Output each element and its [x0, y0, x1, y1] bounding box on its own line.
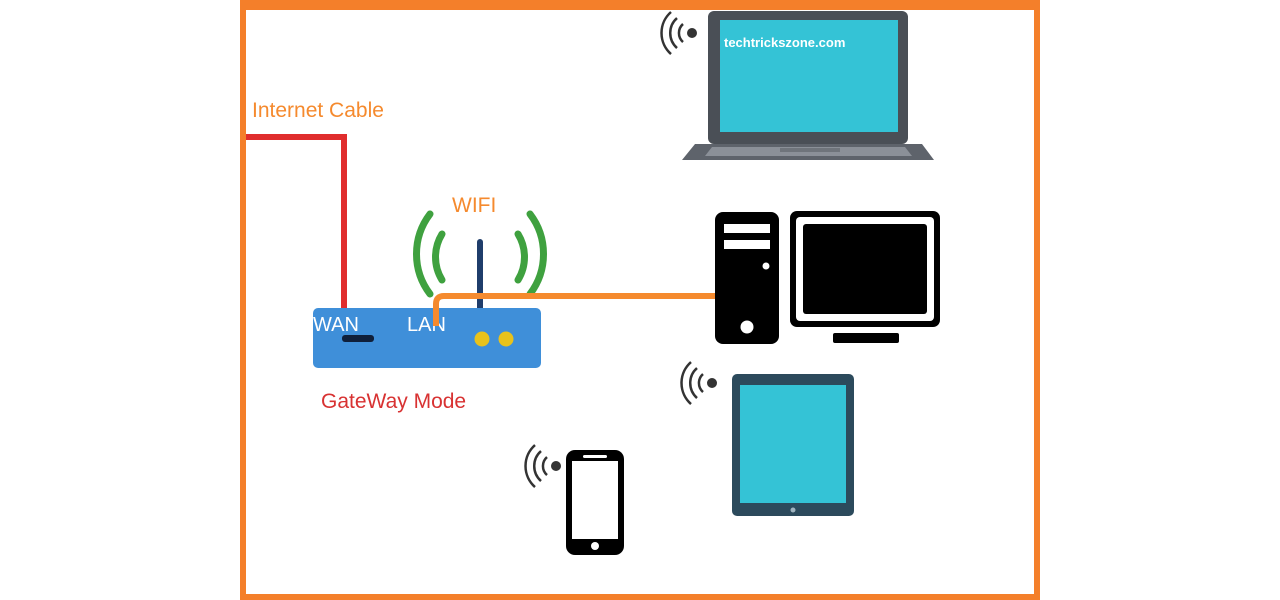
smartphone-icon: [566, 450, 624, 555]
desktop-monitor-icon: [790, 211, 940, 343]
wan-label: WAN: [313, 314, 359, 336]
laptop-signal-icon: [660, 11, 697, 55]
wifi-waves-icon: [413, 210, 547, 298]
watermark-text: techtrickszone.com: [724, 35, 845, 50]
gateway-mode-label: GateWay Mode: [321, 390, 466, 413]
wifi-label: WIFI: [452, 194, 496, 217]
phone-signal-icon: [524, 444, 561, 488]
desktop-tower-icon: [715, 212, 779, 344]
internet-cable-label: Internet Cable: [252, 99, 384, 122]
tablet-icon: [732, 374, 854, 516]
lan-label: LAN: [407, 314, 446, 336]
router-icon: [313, 308, 541, 368]
lan-cable: [433, 293, 718, 326]
laptop-icon: [682, 11, 934, 160]
tablet-signal-icon: [680, 361, 717, 405]
internet-cable: [246, 134, 347, 314]
